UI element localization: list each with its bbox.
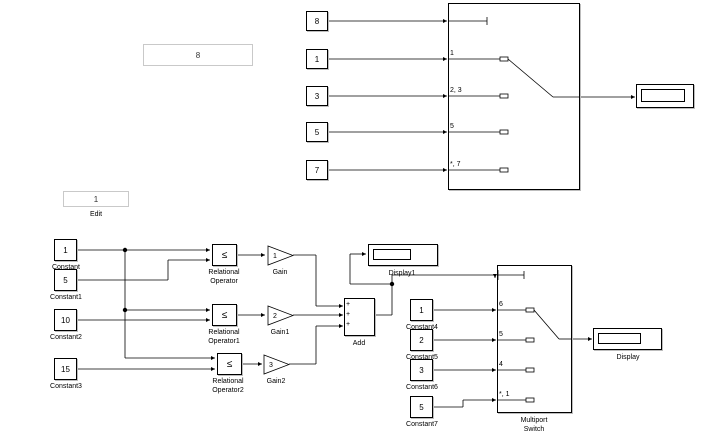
multiport-label-1: Multiport <box>520 417 548 424</box>
gain-label: Gain <box>272 269 288 276</box>
edit-box-top[interactable]: 8 <box>143 44 253 66</box>
top-multiport-switch[interactable] <box>448 3 580 190</box>
add-sign-2: + <box>346 311 351 318</box>
multiport-case-1: 6 <box>499 301 503 308</box>
relational-operator[interactable]: ≤ <box>212 244 237 266</box>
constant-label: Constant <box>51 264 81 271</box>
add-label: Add <box>352 340 366 347</box>
multiport-case-4: *, 1 <box>499 391 510 398</box>
display-screen <box>598 333 641 344</box>
top-display-screen <box>641 89 685 102</box>
gain2[interactable]: 3 <box>263 354 290 375</box>
constant3-label: Constant3 <box>50 383 82 390</box>
display-label: Display <box>616 354 640 361</box>
multiport-switch[interactable] <box>497 265 572 413</box>
gain1-label: Gain1 <box>270 329 290 336</box>
relational-operator1[interactable]: ≤ <box>212 304 237 326</box>
top-constant-7[interactable]: 7 <box>306 160 328 180</box>
constant6-label: Constant6 <box>406 384 438 391</box>
top-constant-3[interactable]: 3 <box>306 86 328 106</box>
constant5[interactable]: 2 <box>410 329 433 351</box>
top-constant-5[interactable]: 5 <box>306 122 328 142</box>
constant1-label: Constant1 <box>50 294 82 301</box>
display1[interactable] <box>368 244 438 266</box>
relational-operator2[interactable]: ≤ <box>217 353 242 375</box>
top-switch-case-2: 2, 3 <box>450 87 462 94</box>
gain[interactable]: 1 <box>267 245 294 266</box>
top-switch-case-3: 5 <box>450 123 454 130</box>
edit-box[interactable]: 1 <box>63 191 129 207</box>
constant7-label: Constant7 <box>406 421 438 428</box>
relational-operator2-label-1: Relational <box>212 378 244 385</box>
add-block[interactable] <box>344 298 375 336</box>
constant1[interactable]: 5 <box>54 269 77 291</box>
display1-label: Display1 <box>388 270 416 277</box>
constant7[interactable]: 5 <box>410 396 433 418</box>
gain1[interactable]: 2 <box>267 305 294 326</box>
top-switch-case-4: *, 7 <box>450 161 461 168</box>
gain1-value: 2 <box>273 313 277 320</box>
multiport-label-2: Switch <box>523 426 545 433</box>
constant5-label: Constant5 <box>406 354 438 361</box>
gain2-label: Gain2 <box>266 378 286 385</box>
constant4-label: Constant4 <box>406 324 438 331</box>
gain2-value: 3 <box>269 362 273 369</box>
constant4[interactable]: 1 <box>410 299 433 321</box>
add-sign-1: + <box>346 301 351 308</box>
top-display[interactable] <box>636 84 694 108</box>
relational-operator1-label-1: Relational <box>208 329 240 336</box>
top-switch-case-1: 1 <box>450 50 454 57</box>
top-constant-1[interactable]: 1 <box>306 49 328 69</box>
relational-operator-label-1: Relational <box>208 269 240 276</box>
constant2[interactable]: 10 <box>54 309 77 331</box>
edit-label: Edit <box>89 211 103 218</box>
gain-value: 1 <box>273 253 277 260</box>
display1-screen <box>373 249 411 260</box>
relational-operator1-label-2: Operator1 <box>208 338 240 345</box>
multiport-case-3: 4 <box>499 361 503 368</box>
constant2-label: Constant2 <box>50 334 82 341</box>
top-constant-8[interactable]: 8 <box>306 11 328 31</box>
relational-operator2-label-2: Operator2 <box>212 387 244 394</box>
constant3[interactable]: 15 <box>54 358 77 380</box>
add-sign-3: + <box>346 321 351 328</box>
display[interactable] <box>593 328 662 350</box>
constant6[interactable]: 3 <box>410 359 433 381</box>
relational-operator-label-2: Operator <box>210 278 238 285</box>
constant[interactable]: 1 <box>54 239 77 261</box>
multiport-case-2: 5 <box>499 331 503 338</box>
